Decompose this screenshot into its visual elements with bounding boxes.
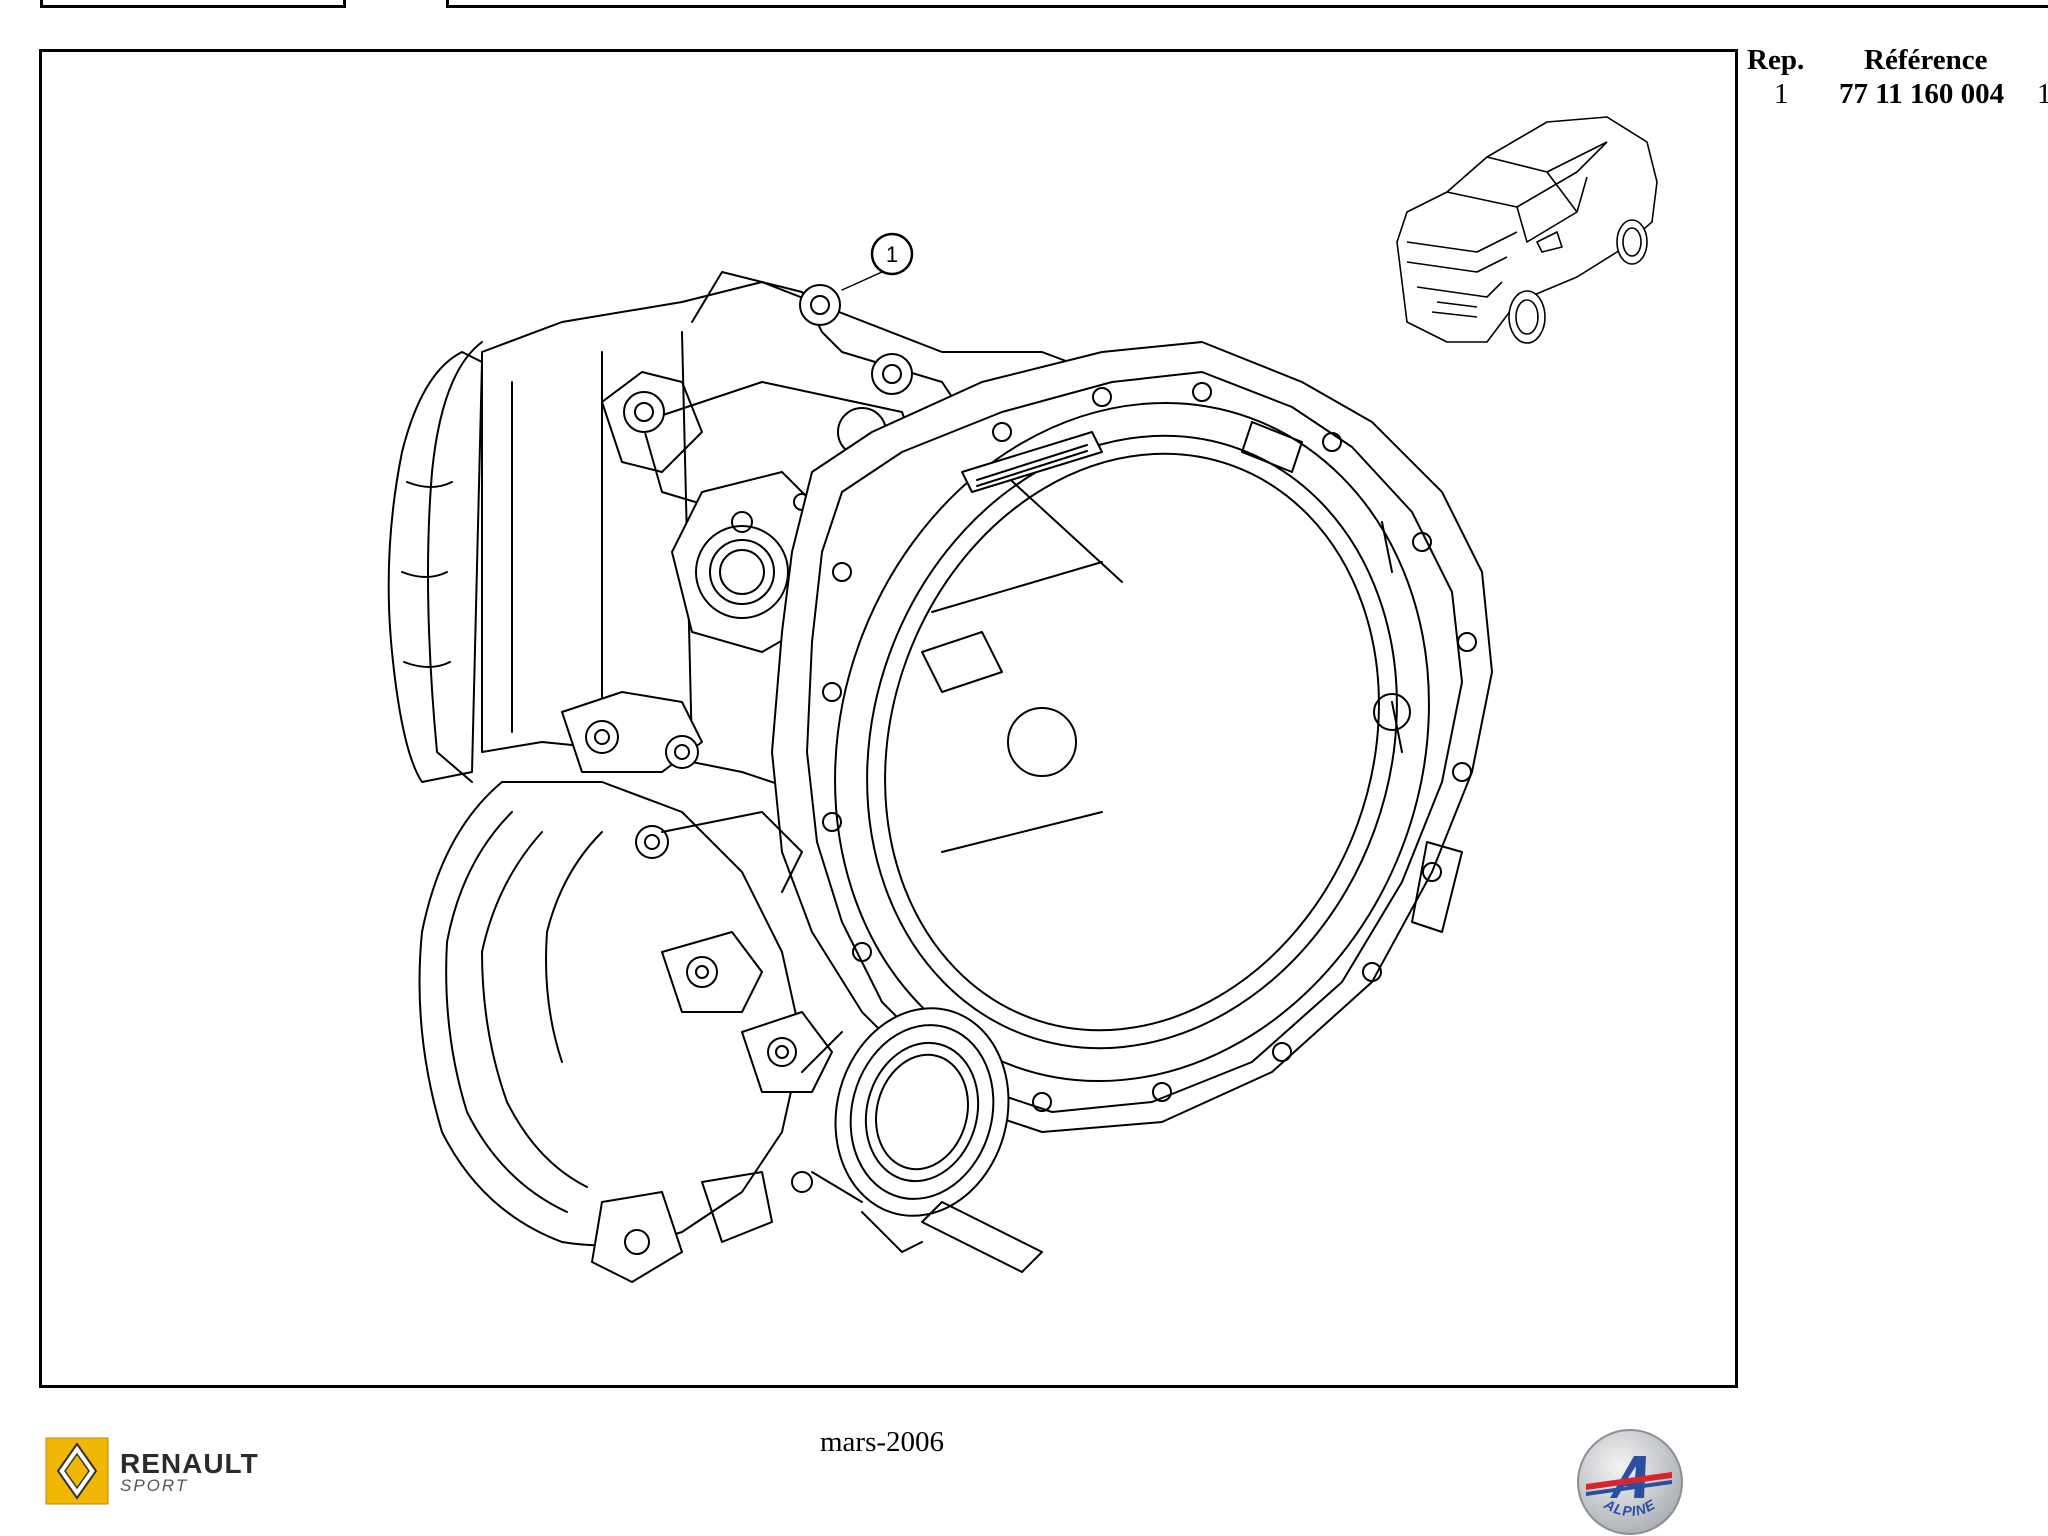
part-rep: 1 bbox=[1774, 78, 1789, 110]
part-quantity: 1 bbox=[2037, 78, 2048, 110]
gearbox-drawing: 1 bbox=[387, 116, 1658, 1283]
callout-number: 1 bbox=[886, 242, 898, 267]
renault-sport-logo: RENAULT SPORT bbox=[44, 1436, 264, 1506]
header-box-left bbox=[40, 0, 346, 8]
header-box-right bbox=[446, 0, 2048, 8]
col-header-rep: Rep. bbox=[1747, 44, 1805, 76]
footer-date: mars-2006 bbox=[820, 1426, 945, 1458]
alpine-text: ALPINE bbox=[1601, 1495, 1658, 1519]
drawing-frame: 1 bbox=[39, 49, 1738, 1388]
renault-diamond-icon bbox=[45, 1437, 109, 1505]
svg-text:ALPINE: ALPINE bbox=[1601, 1495, 1659, 1519]
col-header-reference: Référence bbox=[1864, 44, 1988, 76]
alpine-logo: ALPINE bbox=[1577, 1429, 1683, 1535]
car-thumbnail bbox=[1396, 116, 1658, 344]
renault-brand-text: RENAULT bbox=[120, 1448, 259, 1479]
part-reference: 77 11 160 004 bbox=[1839, 78, 2005, 110]
renault-sport-text: SPORT bbox=[120, 1476, 189, 1495]
parts-table: Rep. Référence 1 77 11 160 004 1 bbox=[1742, 44, 2048, 124]
